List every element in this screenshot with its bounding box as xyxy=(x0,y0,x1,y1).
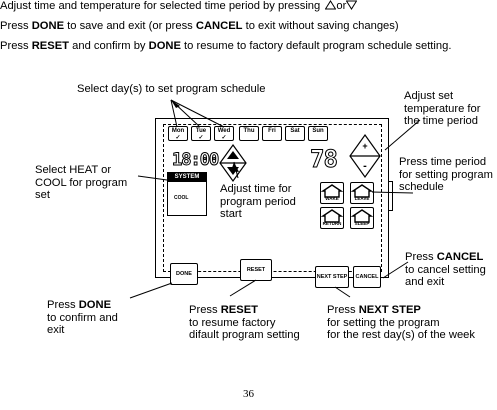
done-button[interactable]: DONE xyxy=(170,263,198,285)
intro-or: or xyxy=(336,0,347,12)
device-side-tab xyxy=(389,181,393,211)
intro-line-2-pre: Press xyxy=(0,20,32,32)
callout-select-heat-cool: Select HEAT or COOL for program set xyxy=(35,164,128,201)
period-label-sleep: SLEEP xyxy=(354,221,370,226)
cancel-button[interactable]: CANCEL xyxy=(353,266,381,288)
callout-next-pre: Press xyxy=(327,304,359,316)
up-triangle-icon xyxy=(324,0,337,10)
callout-adjust-time: Adjust time for program period start xyxy=(220,183,296,220)
callout-next-bold: NEXT STEP xyxy=(358,304,421,316)
callout-cancel-post: to cancel setting and exit xyxy=(405,263,486,289)
callout-reset-bold: RESET xyxy=(220,304,259,316)
intro-line-2-done: DONE xyxy=(31,20,65,32)
intro-line-3-pre: Press xyxy=(0,40,32,52)
day-button-mon[interactable]: Mon✓ xyxy=(168,126,188,141)
callout-reset-pre: Press xyxy=(189,304,221,316)
temp-down-label: - xyxy=(363,160,367,172)
device-dashed-outline xyxy=(163,124,382,272)
callout-reset: Press RESET to resume factory difault pr… xyxy=(189,304,300,342)
day-button-fri[interactable]: Fri xyxy=(262,126,282,141)
temperature-display: 78 xyxy=(310,145,339,174)
house-icon xyxy=(321,209,343,223)
intro-line-2-post: to exit without saving changes) xyxy=(242,20,399,32)
intro-line-1-text: Adjust time and temperature for selected… xyxy=(0,0,321,12)
house-icon xyxy=(321,184,343,198)
period-button-sleep[interactable]: SLEEP xyxy=(350,207,374,229)
period-label-leave: LEAVE xyxy=(354,196,370,201)
day-button-tue[interactable]: Tue✓ xyxy=(191,126,211,141)
system-switch-header: SYSTEM xyxy=(168,173,206,182)
intro-line-2-cancel: CANCEL xyxy=(195,20,243,32)
callout-next-post: for setting the program for the rest day… xyxy=(327,316,475,342)
page-number: 36 xyxy=(243,388,254,400)
intro-line-3-mid: and confirm by xyxy=(69,40,149,52)
callout-adjust-set-temperature: Adjust set temperature for the time peri… xyxy=(404,90,481,127)
callout-select-days: Select day(s) to set program schedule xyxy=(77,83,266,95)
intro-line-3-done: DONE xyxy=(148,40,181,52)
time-display: 18:00 xyxy=(171,150,219,171)
callout-done-pre: Press xyxy=(47,299,79,311)
intro-line-2-mid: to save and exit (or press xyxy=(64,20,196,32)
callout-done: Press DONE to confirm and exit xyxy=(47,299,118,337)
period-label-return: RETURN xyxy=(322,221,342,226)
house-icon xyxy=(351,184,373,198)
intro-line-3-post: to resume to factory default program sch… xyxy=(180,40,452,52)
system-switch-option: COOL xyxy=(174,195,189,201)
callout-cancel-bold: CANCEL xyxy=(436,251,484,263)
temp-up-label: + xyxy=(362,141,367,151)
callout-done-post: to confirm and exit xyxy=(47,311,118,337)
time-adjust-arrows[interactable] xyxy=(218,143,248,183)
temperature-adjust-arrows[interactable]: + - xyxy=(348,133,382,179)
period-button-leave[interactable]: LEAVE xyxy=(350,182,374,204)
day-button-thu[interactable]: Thu xyxy=(239,126,259,141)
intro-line-1: Adjust time and temperature for selected… xyxy=(0,0,358,13)
callout-next-step: Press NEXT STEP for setting the program … xyxy=(327,304,475,342)
period-button-return[interactable]: RETURN xyxy=(320,207,344,229)
callout-done-bold: DONE xyxy=(78,299,112,311)
next-step-button[interactable]: NEXT STEP xyxy=(315,266,349,288)
system-switch[interactable]: SYSTEM COOL xyxy=(167,172,207,216)
intro-line-3-reset: RESET xyxy=(31,40,70,52)
reset-button[interactable]: RESET xyxy=(240,259,272,281)
down-triangle-icon xyxy=(345,0,358,10)
intro-line-3: Press RESET and confirm by DONE to resum… xyxy=(0,40,451,53)
callout-cancel: Press CANCEL to cancel setting and exit xyxy=(405,251,486,289)
callout-press-time-period: Press time period for setting program sc… xyxy=(399,156,493,193)
callout-reset-post: to resume factory difault program settin… xyxy=(189,316,300,342)
period-button-wake[interactable]: WAKE xyxy=(320,182,344,204)
house-icon xyxy=(351,209,373,223)
intro-line-2: Press DONE to save and exit (or press CA… xyxy=(0,20,399,33)
day-button-sat[interactable]: Sat xyxy=(285,126,305,141)
period-label-wake: WAKE xyxy=(325,196,339,201)
callout-cancel-pre: Press xyxy=(405,251,437,263)
day-button-sun[interactable]: Sun xyxy=(308,126,328,141)
